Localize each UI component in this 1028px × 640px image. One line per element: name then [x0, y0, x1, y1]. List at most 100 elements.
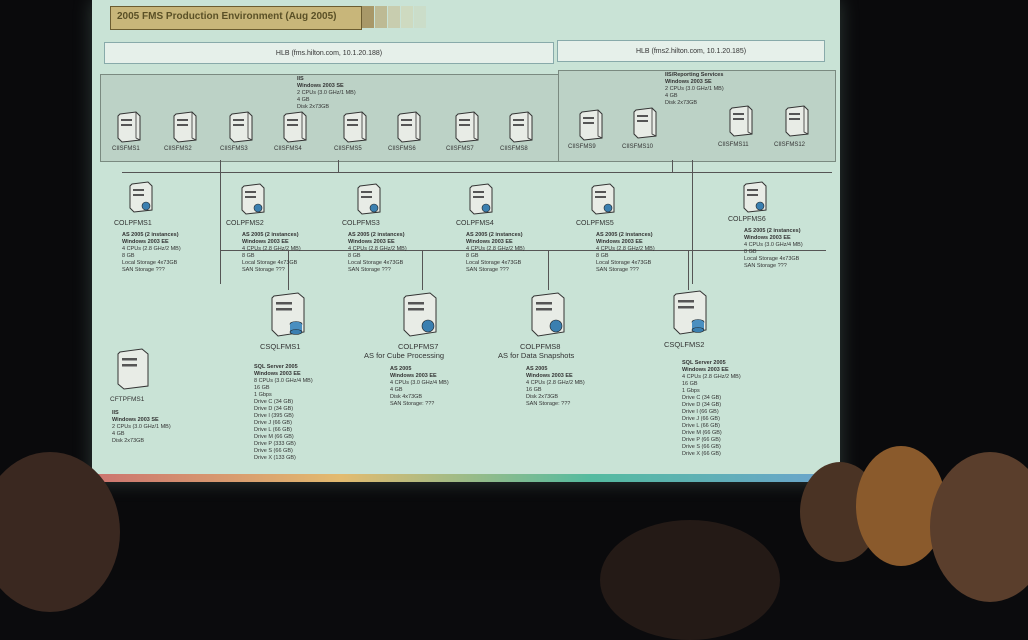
spec-line: 16 GB: [254, 385, 270, 391]
spec-line: SQL Server 2005: [682, 360, 726, 366]
spec-line: Windows 2003 EE: [744, 235, 791, 241]
hlb-left-label: HLB (fms.hilton.com, 10.1.20.188): [275, 49, 383, 57]
app-server-label: COLPFMS5: [576, 220, 614, 227]
spec-line: AS 2005: [526, 366, 548, 372]
server-label: CIISFMS10: [622, 144, 654, 150]
spec-line: Local Storage 4x73GB: [466, 260, 522, 266]
spec-line: Drive M (66 GB): [254, 434, 294, 440]
spec-line: Windows 2003 EE: [526, 373, 573, 379]
title-decoration: [414, 6, 426, 28]
spec-line: Windows 2003 SE: [665, 79, 712, 85]
spec-line: SAN Storage: ???: [526, 401, 571, 407]
database-server-icon: [271, 292, 305, 337]
spec-line: Drive I (66 GB): [682, 409, 719, 415]
spec-line: Local Storage 4x73GB: [122, 260, 178, 266]
title-decoration: [375, 6, 387, 28]
app-server-icon: [129, 181, 153, 213]
server-icon: [283, 111, 307, 143]
spec-line: 8 GB: [466, 253, 479, 259]
server-icon: [579, 109, 603, 141]
audience-head: [600, 520, 780, 640]
spec-line: AS 2005 (2 instances): [348, 232, 405, 238]
spec-line: 2 CPUs (3.0 GHz/1 MB): [665, 86, 724, 92]
spec-line: Local Storage 4x73GB: [242, 260, 298, 266]
colp8-role: AS for Data Snapshots: [498, 351, 575, 360]
spec-line: Drive P (333 GB): [254, 441, 296, 447]
spec-line: SAN Storage ???: [348, 267, 391, 273]
sql2-specs: SQL Server 2005 Windows 2003 EE 4 CPUs (…: [682, 360, 741, 458]
web-group-left-specs: IIS Windows 2003 SE 2 CPUs (3.0 GHz/1 MB…: [297, 76, 356, 111]
hlb-right-box: HLB (fms2.hilton.com, 10.1.20.185): [557, 40, 825, 62]
spec-line: 1 Gbps: [254, 392, 272, 398]
app-server-specs: AS 2005 (2 instances) Windows 2003 EE 4 …: [348, 232, 407, 274]
spec-line: Drive L (66 GB): [682, 423, 721, 429]
spec-line: Drive C (34 GB): [254, 399, 294, 405]
server-label: CIISFMS9: [568, 144, 596, 150]
spec-line: Drive X (66 GB): [682, 451, 721, 457]
server-label: CIISFMS4: [274, 146, 302, 152]
app-server-specs: AS 2005 (2 instances) Windows 2003 EE 4 …: [242, 232, 301, 274]
title-decoration: [401, 6, 413, 28]
server-label: CIISFMS7: [446, 146, 474, 152]
app-server-specs: AS 2005 (2 instances) Windows 2003 EE 4 …: [596, 232, 655, 274]
server-icon: [633, 107, 657, 139]
app-server-label: COLPFMS6: [728, 216, 766, 223]
spec-line: Drive D (34 GB): [254, 406, 294, 412]
ftp-label: CFTPFMS1: [110, 396, 145, 403]
spec-line: 4 GB: [112, 431, 125, 437]
spec-line: AS 2005 (2 instances): [122, 232, 179, 238]
spec-line: SQL Server 2005: [254, 364, 298, 370]
connector-line: [672, 160, 673, 172]
spec-line: Disk 2x73GB: [112, 438, 145, 444]
server-label: CIISFMS5: [334, 146, 362, 152]
spec-line: Windows 2003 SE: [112, 417, 159, 423]
spec-line: Windows 2003 EE: [254, 371, 301, 377]
connector-line: [288, 250, 289, 290]
spec-line: Windows 2003 EE: [390, 373, 437, 379]
app-server-specs: AS 2005 (2 instances) Windows 2003 EE 4 …: [466, 232, 525, 274]
spec-line: Disk 4x73GB: [390, 394, 423, 400]
connector-line: [220, 160, 221, 284]
app-server-label: COLPFMS2: [226, 220, 264, 227]
spec-line: Disk 2x73GB: [526, 394, 559, 400]
sql1-label: CSQLFMS1: [260, 342, 301, 351]
spec-line: AS 2005 (2 instances): [242, 232, 299, 238]
spec-line: AS 2005: [390, 366, 412, 372]
spec-line: SAN Storage ???: [466, 267, 509, 273]
spec-line: 2 CPUs (3.0 GHz/1 MB): [297, 90, 356, 96]
spec-line: Drive J (66 GB): [682, 416, 720, 422]
spec-line: 4 CPUs (2.8 GHz/2 MB): [348, 246, 407, 252]
snapshot-server-icon: [531, 292, 565, 337]
app-server-label: COLPFMS1: [114, 220, 152, 227]
title-decoration: [362, 6, 374, 28]
server-label: CIISFMS6: [388, 146, 416, 152]
slide-title: 2005 FMS Production Environment (Aug 200…: [117, 11, 337, 22]
sql2-label: CSQLFMS2: [664, 340, 705, 349]
ftp-specs: IIS Windows 2003 SE 2 CPUs (3.0 GHz/1 MB…: [112, 410, 171, 445]
connector-line: [422, 250, 423, 290]
app-server-icon: [743, 181, 767, 213]
server-label: CIISFMS1: [112, 146, 140, 152]
server-icon: [729, 105, 753, 137]
spec-line: 8 CPUs (3.0 GHz/4 MB): [254, 378, 313, 384]
server-label: CIISFMS12: [774, 142, 806, 148]
spec-line: 2 CPUs (3.0 GHz/1 MB): [112, 424, 171, 430]
audience-head: [930, 452, 1028, 602]
server-label: CIISFMS11: [718, 142, 749, 148]
app-server-icon: [357, 183, 381, 215]
spec-line: 8 GB: [744, 249, 757, 255]
spec-line: SAN Storage: ???: [390, 401, 435, 407]
spec-line: SAN Storage ???: [744, 263, 787, 269]
web-group-right-specs: IIS/Reporting Services Windows 2003 SE 2…: [665, 72, 724, 107]
spec-line: Windows 2003 EE: [122, 239, 169, 245]
spec-line: 16 GB: [682, 381, 698, 387]
spec-line: SAN Storage ???: [596, 267, 639, 273]
server-icon: [343, 111, 367, 143]
spec-line: 4 CPUs (3.0 GHz/4 MB): [390, 380, 449, 386]
network-bus-line: [122, 172, 832, 173]
spec-line: Drive S (66 GB): [682, 444, 721, 450]
server-label: CIISFMS8: [500, 146, 528, 152]
colp7-label: COLPFMS7: [398, 342, 439, 351]
server-icon: [455, 111, 479, 143]
spec-line: Windows 2003 EE: [466, 239, 513, 245]
